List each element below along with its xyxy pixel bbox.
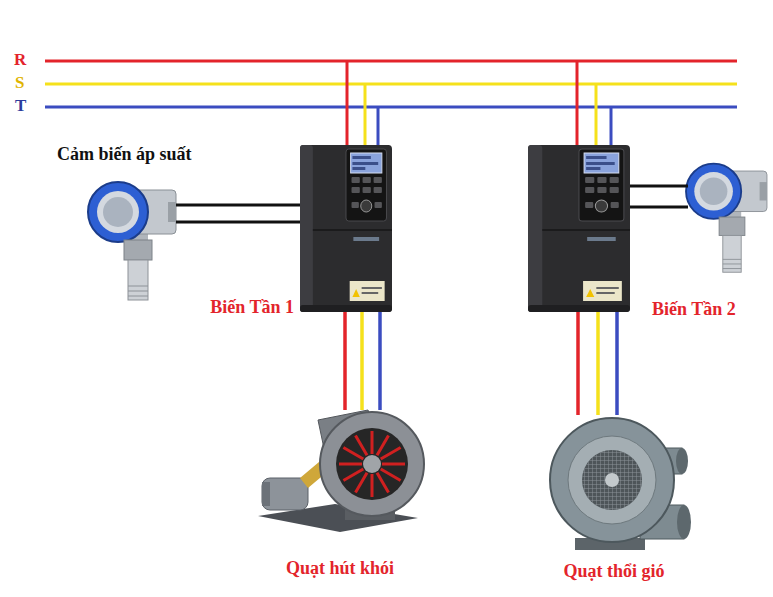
ring-blower-drawing xyxy=(582,450,642,510)
device-label: Quạt hút khói xyxy=(286,558,394,580)
pressure-sensor-drawing xyxy=(686,164,767,273)
device-label: Cảm biến áp suất xyxy=(57,144,192,166)
inverter: Biến Tần 1 xyxy=(300,145,392,312)
pressure-sensor-drawing xyxy=(88,182,176,300)
device-label: Biến Tần 2 xyxy=(652,299,736,321)
supply-tap xyxy=(576,61,579,146)
device-label: Biến Tần 1 xyxy=(210,297,294,319)
power-bus xyxy=(45,60,737,63)
power-bus xyxy=(45,83,737,86)
device-label: Quạt thổi gió xyxy=(563,561,664,583)
signal-wire xyxy=(630,186,688,207)
ring-blower-drawing xyxy=(676,448,688,474)
air-blower: Quạt thổi gió xyxy=(535,415,693,555)
signal-cable xyxy=(176,221,300,224)
supply-tap xyxy=(346,61,349,146)
phase-name: S xyxy=(15,74,24,93)
supply-tap xyxy=(610,107,613,146)
phase-name: R xyxy=(14,51,26,70)
smoke-exhaust-fan: Quạt hút khói xyxy=(255,410,425,532)
centrifugal-fan-drawing xyxy=(262,482,270,506)
power-bus xyxy=(45,106,737,109)
centrifugal-fan-drawing xyxy=(363,455,381,473)
power-cable xyxy=(615,312,619,415)
centrifugal-fan-drawing xyxy=(336,428,408,500)
centrifugal-fan-drawing xyxy=(320,412,424,516)
power-cable xyxy=(578,312,617,415)
ring-blower-drawing xyxy=(677,505,691,539)
supply-tap xyxy=(364,84,367,146)
power-cable xyxy=(345,312,380,410)
power-cable xyxy=(360,312,364,410)
inverter-drawing xyxy=(300,145,392,312)
ring-blower-drawing xyxy=(550,418,674,542)
pressure-sensor: Cảm biến áp suất xyxy=(88,178,176,300)
power-cable xyxy=(343,312,347,410)
power-cable xyxy=(378,312,382,410)
ring-blower-drawing xyxy=(568,436,656,524)
centrifugal-fan-drawing xyxy=(258,410,424,532)
power-cable xyxy=(576,312,580,415)
supply-tap xyxy=(347,61,611,146)
power-cable xyxy=(596,312,600,415)
supply-tap xyxy=(377,107,380,146)
signal-wire xyxy=(630,206,688,209)
signal-wire xyxy=(630,185,688,188)
inverter: Biến Tần 2 xyxy=(528,145,630,312)
power-bus xyxy=(45,61,737,107)
signal-cable xyxy=(176,204,300,207)
phase-name: T xyxy=(15,97,26,116)
ring-blower-drawing xyxy=(605,473,619,487)
inverter-drawing xyxy=(528,145,630,312)
ring-blower-drawing xyxy=(582,450,642,510)
signal-cable xyxy=(176,205,300,222)
centrifugal-fan-drawing xyxy=(339,431,405,497)
supply-tap xyxy=(595,84,598,146)
ring-blower-drawing xyxy=(550,418,691,550)
centrifugal-fan-drawing xyxy=(262,478,308,510)
